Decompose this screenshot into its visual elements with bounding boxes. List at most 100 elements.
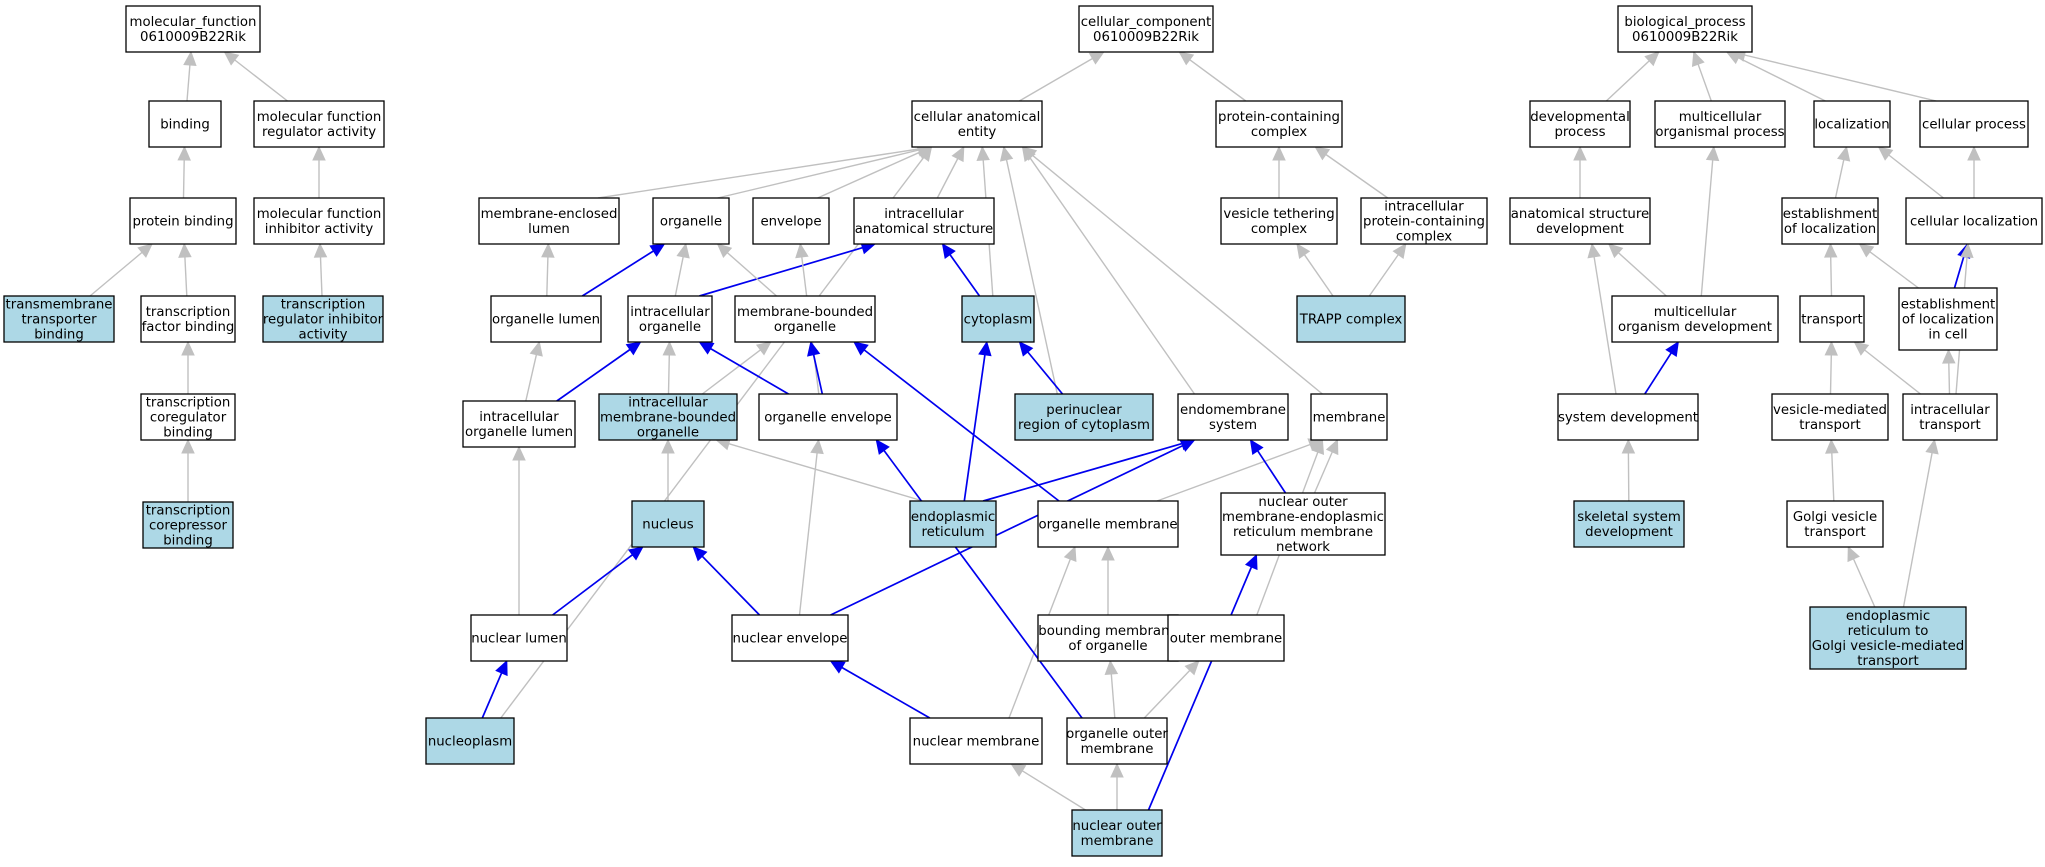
node-box xyxy=(1037,500,1179,548)
edge-line xyxy=(1027,351,1064,395)
edge-part-of-nenv-to-nucleus xyxy=(692,546,761,616)
node-cproc[interactable]: cellular process xyxy=(1919,100,2029,148)
arrowhead-icon xyxy=(716,243,733,259)
arrowhead-icon xyxy=(1967,145,1981,161)
node-box xyxy=(462,400,576,448)
node-nucleoplasm[interactable]: nucleoplasm xyxy=(425,717,515,765)
node-sysdev[interactable]: system development xyxy=(1557,393,1699,441)
node-outmem[interactable]: outer membrane xyxy=(1167,614,1285,662)
node-orgmem[interactable]: organelle membrane xyxy=(1037,500,1179,548)
edge-line xyxy=(581,250,654,297)
arrowhead-icon xyxy=(1101,545,1115,561)
node-label-line: process xyxy=(1554,125,1605,140)
node-label-line: entity xyxy=(958,125,997,140)
node-box xyxy=(1611,295,1779,343)
node-cloc[interactable]: cellular localization xyxy=(1905,197,2043,245)
node-nucleus[interactable]: nucleus xyxy=(631,500,705,548)
node-label-line: reticulum xyxy=(921,525,984,540)
node-protbind[interactable]: protein binding xyxy=(129,197,237,245)
edge-part-of-orgenv-to-mbo xyxy=(807,340,824,395)
node-label-line: nuclear outer xyxy=(1258,495,1348,510)
node-label-line: 0610009B22Rik xyxy=(1093,30,1199,45)
edge-is-a-sysdev-to-asd xyxy=(1587,242,1617,395)
edge-line xyxy=(1831,452,1835,502)
node-envelope[interactable]: envelope xyxy=(752,197,830,245)
node-orglumen[interactable]: organelle lumen xyxy=(490,295,602,343)
node-box xyxy=(1617,5,1753,53)
node-nenv[interactable]: nuclear envelope xyxy=(731,614,849,662)
edge-line xyxy=(525,354,538,402)
node-label-line: 0610009B22Rik xyxy=(1632,30,1738,45)
node-label-line: lumen xyxy=(528,222,570,237)
node-box xyxy=(253,197,385,245)
node-box xyxy=(140,393,236,441)
node-box xyxy=(909,717,1043,765)
node-trapp[interactable]: TRAPP complex xyxy=(1296,295,1406,343)
node-transport[interactable]: transport xyxy=(1799,295,1865,343)
node-binding[interactable]: binding xyxy=(148,100,222,148)
node-label-line: binding xyxy=(163,534,213,549)
edge-is-a-orgmem-to-membrane xyxy=(1156,438,1324,502)
node-organelle[interactable]: organelle xyxy=(652,197,730,245)
edge-line xyxy=(699,246,863,297)
node-label-line: endoplasmic xyxy=(911,510,995,525)
edge-is-a-mod-to-mop xyxy=(1700,145,1720,297)
node-box xyxy=(1799,295,1865,343)
node-label-line: envelope xyxy=(760,215,821,230)
node-label-line: cellular_component xyxy=(1081,15,1212,30)
edge-line xyxy=(1325,153,1389,199)
node-membrane[interactable]: membrane xyxy=(1310,393,1388,441)
node-box xyxy=(1809,606,1967,670)
node-label-line: organelle lumen xyxy=(492,313,600,328)
node-nlumen[interactable]: nuclear lumen xyxy=(470,614,568,662)
node-loc[interactable]: localization xyxy=(1813,100,1891,148)
node-cytoplasm[interactable]: cytoplasm xyxy=(961,295,1035,343)
node-nmem[interactable]: nuclear membrane xyxy=(909,717,1043,765)
node-orgenv[interactable]: organelle envelope xyxy=(758,393,898,441)
node-label-line: organismal process xyxy=(1655,125,1784,140)
arrowhead-icon xyxy=(1824,242,1838,258)
node-nomern[interactable]: nuclear outermembrane-endoplasmicreticul… xyxy=(1220,492,1386,556)
edge-is-a-vmt-to-transport xyxy=(1824,340,1838,395)
arrowhead-icon xyxy=(1010,763,1027,777)
edge-line xyxy=(667,354,670,395)
node-box xyxy=(1014,393,1154,441)
